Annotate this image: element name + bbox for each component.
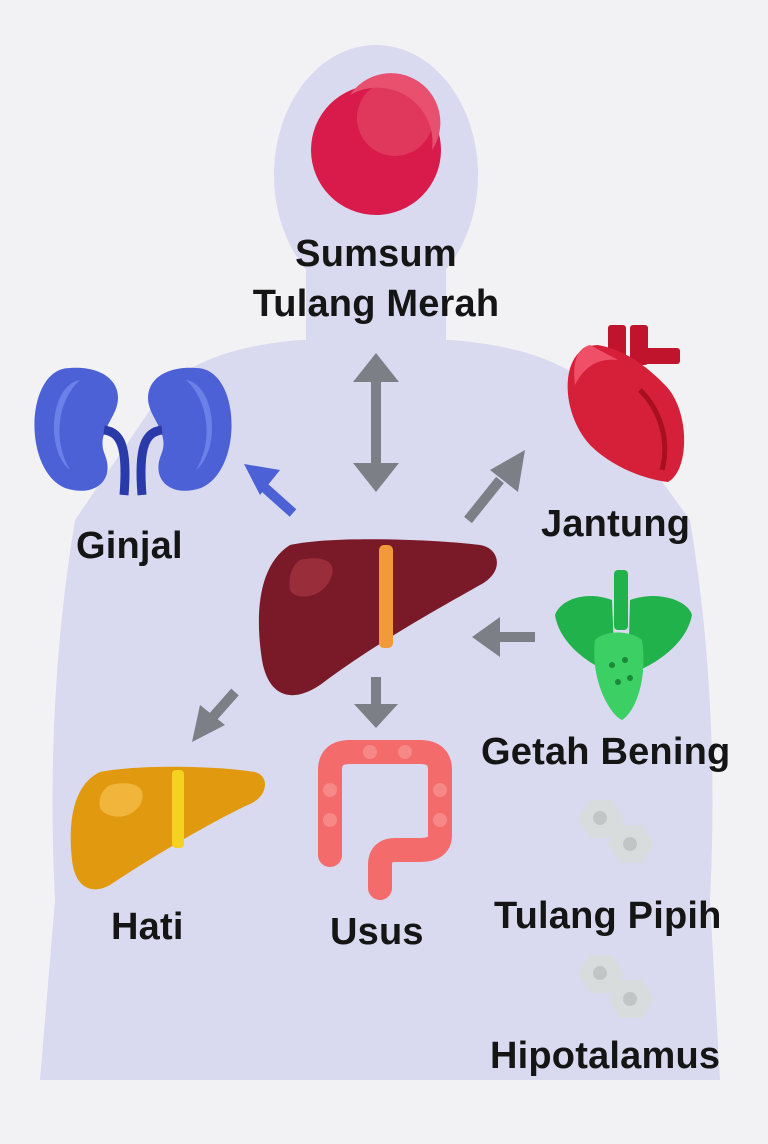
liver-icon (258, 539, 497, 696)
label-lymph: Getah Bening (481, 731, 731, 773)
arrow-to-liver (192, 688, 239, 742)
label-heart: Jantung (541, 503, 691, 545)
cell-cluster-icon (578, 955, 654, 1018)
cell-cluster-icon (578, 800, 654, 863)
label-bone-marrow-line2: Tulang Merah (252, 283, 500, 325)
label-flat-bone: Tulang Pipih (494, 895, 722, 937)
intestine-icon (318, 740, 452, 900)
red-bone-marrow-icon (311, 73, 441, 215)
arrow-bidirectional-bone-marrow (353, 353, 399, 492)
intestine-segments (323, 745, 447, 827)
label-kidney: Ginjal (76, 525, 183, 567)
kidney-icon (34, 367, 232, 496)
label-bone-marrow: Sumsum Tulang Merah (253, 229, 500, 329)
liver-icon (70, 766, 266, 890)
label-liver: Hati (111, 906, 184, 948)
arrow-to-heart (464, 450, 525, 524)
arrow-to-intestine (354, 677, 398, 728)
arrow-from-lymph (472, 617, 535, 657)
heart-icon (567, 325, 685, 482)
lymph-node-icon (555, 570, 692, 720)
label-bone-marrow-line1: Sumsum (295, 233, 457, 275)
arrow-to-kidney (244, 464, 297, 517)
label-intestine: Usus (330, 911, 424, 953)
label-hypothalamus: Hipotalamus (490, 1035, 721, 1077)
